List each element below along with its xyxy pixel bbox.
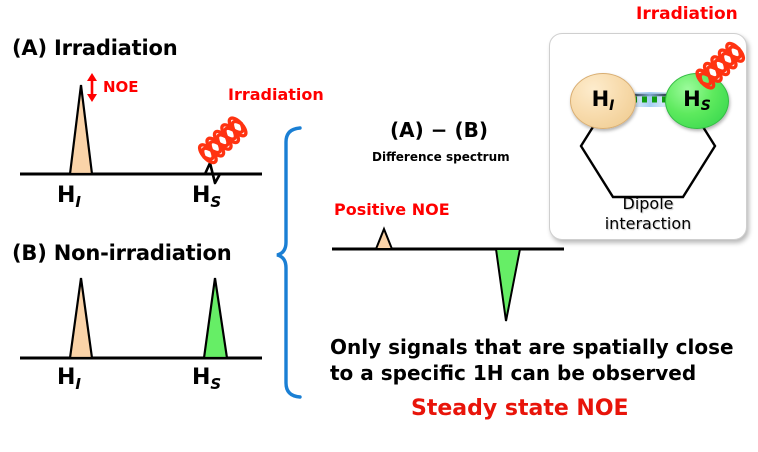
noe-label: NOE bbox=[103, 78, 139, 96]
panel-b-peak-hi bbox=[68, 277, 94, 360]
panel-a-axis-label-hs: HS bbox=[192, 183, 222, 211]
panel-b-axis-label-hs: HS bbox=[192, 365, 222, 393]
difference-title: (A) − (B) bbox=[390, 118, 488, 142]
atom-hs-label: HS bbox=[683, 87, 711, 115]
panel-b-axis-label-hi: HI bbox=[57, 365, 82, 393]
dipole-caption: Dipole interaction bbox=[550, 194, 746, 233]
panel-a-axis-label-hi: HI bbox=[57, 183, 82, 211]
dipole-glow-band bbox=[626, 92, 674, 107]
panel-b-peak-hs bbox=[202, 277, 229, 360]
panel-b-spectrum bbox=[20, 277, 262, 360]
difference-peak-positive bbox=[374, 226, 394, 250]
difference-peak-negative bbox=[494, 248, 522, 322]
conclusion-line-1: Only signals that are spatially close bbox=[330, 335, 734, 359]
difference-subtitle: Difference spectrum bbox=[372, 150, 510, 164]
panel-a-peak-hi bbox=[68, 84, 94, 176]
dipole-dotted-line-icon bbox=[632, 96, 670, 103]
noe-double-arrow-icon bbox=[87, 73, 97, 102]
dipole-caption-line-2: interaction bbox=[604, 213, 692, 233]
atom-hi: HI bbox=[570, 73, 636, 129]
dipole-inset-card: HI HS Dipole interaction bbox=[549, 33, 747, 240]
dipole-caption-line-1: Dipole bbox=[622, 194, 674, 213]
panel-a-title: (A) Irradiation bbox=[12, 36, 178, 60]
inset-irradiation-label: Irradiation bbox=[636, 4, 738, 24]
positive-noe-label: Positive NOE bbox=[334, 200, 450, 219]
panel-a-spectrum bbox=[20, 84, 262, 185]
rf-coil-icon-inset bbox=[695, 41, 746, 90]
conclusion-line-2: to a specific 1H can be observed bbox=[330, 361, 697, 385]
rf-coil-icon-panel-a bbox=[197, 116, 248, 165]
atom-hi-label: HI bbox=[591, 87, 615, 115]
blue-brace bbox=[276, 126, 302, 399]
steady-state-noe-label: Steady state NOE bbox=[411, 396, 629, 421]
panel-a-baseline-glitch bbox=[203, 161, 222, 185]
difference-spectrum bbox=[332, 226, 564, 322]
panel-b-title: (B) Non-irradiation bbox=[12, 241, 232, 265]
panel-a-irradiation-label: Irradiation bbox=[228, 85, 324, 104]
